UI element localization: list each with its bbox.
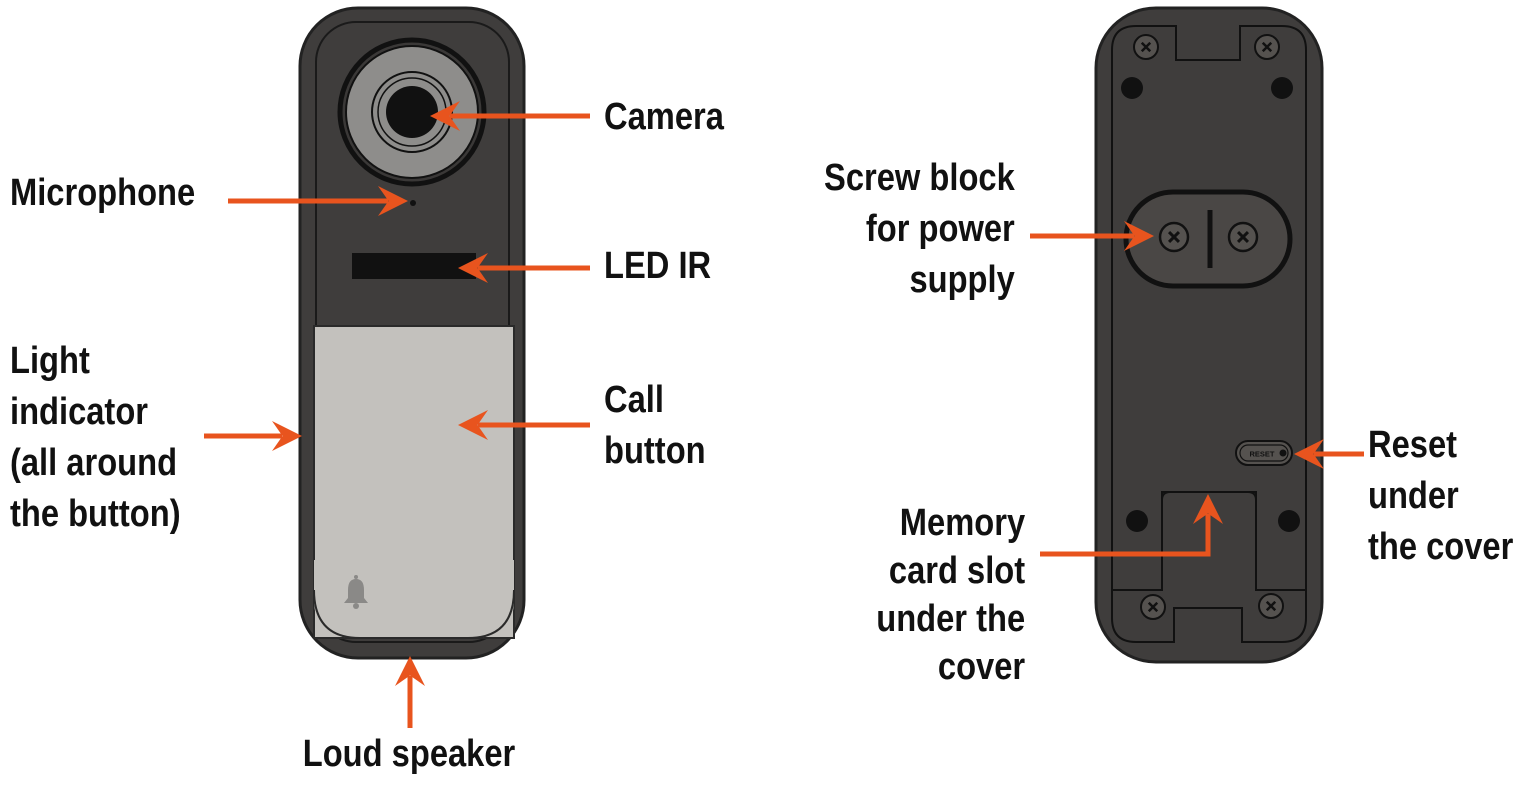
arrow-memory-card	[1040, 494, 1223, 557]
reset-line: Reset	[1368, 424, 1458, 466]
light-indicator-line: (all around	[10, 442, 178, 484]
loud-speaker-label-text: Loud speaker	[302, 733, 516, 775]
screw-top-right	[1254, 34, 1280, 60]
label-screw-block: Screw block for power supply	[824, 153, 1015, 306]
arrow-memory-card-shaft	[1040, 514, 1211, 557]
label-memory-card: Memory card slot under the cover	[876, 499, 1025, 691]
reset-button-text: RESET	[1249, 450, 1274, 459]
callout-arrows	[204, 101, 1364, 728]
arrow-microphone	[228, 186, 408, 216]
call-button-line: button	[604, 430, 706, 472]
led-ir-label-text: LED IR	[604, 245, 712, 287]
arrow-reset	[1294, 439, 1364, 469]
back-outer-shell	[1094, 6, 1324, 664]
arrow-camera	[430, 101, 590, 131]
back-inner-panel	[1111, 25, 1307, 591]
memory-card-line: under the	[876, 598, 1025, 640]
camera-lens	[386, 86, 438, 138]
led-ir-bar	[352, 253, 476, 279]
arrow-led-ir-head	[458, 253, 488, 283]
memory-card-line: card slot	[888, 550, 1025, 592]
label-microphone: Microphone	[10, 168, 195, 219]
label-loud-speaker: Loud speaker	[277, 729, 540, 780]
call-button-bottom	[314, 560, 514, 638]
camera-label-text: Camera	[604, 96, 724, 138]
screw-bottom-left	[1140, 594, 1166, 620]
mount-hole	[1126, 510, 1148, 532]
label-light-indicator: Light indicator (all around the button)	[10, 336, 181, 540]
mount-hole	[1271, 77, 1293, 99]
microphone-hole	[410, 200, 416, 206]
reset-button-inner	[1239, 444, 1289, 462]
microphone-label-text: Microphone	[10, 172, 196, 214]
label-camera: Camera	[604, 92, 724, 143]
back-bottom-tab	[1111, 590, 1307, 643]
light-indicator-line: indicator	[10, 391, 149, 433]
screw-block-line: Screw block	[824, 157, 1015, 199]
label-led-ir: LED IR	[604, 241, 711, 292]
arrow-screw-block-head	[1124, 221, 1154, 251]
arrow-camera-head	[430, 101, 460, 131]
light-indicator-line: the button)	[10, 493, 181, 535]
screw-top-left	[1133, 34, 1159, 60]
arrow-call-button-head	[458, 410, 488, 440]
arrow-light-indicator	[204, 421, 302, 451]
arrow-reset-head	[1294, 439, 1324, 469]
label-call-button: Call button	[604, 375, 706, 477]
reset-button	[1235, 440, 1293, 466]
arrow-microphone-head	[378, 186, 408, 216]
mount-hole	[1278, 510, 1300, 532]
reset-pinhole	[1279, 449, 1287, 457]
call-button-bottom-edge	[313, 589, 515, 639]
screw-block-left-screw	[1158, 221, 1190, 253]
arrow-screw-block	[1030, 221, 1154, 251]
back-device: RESET	[1094, 6, 1324, 664]
screw-block-right-screw	[1227, 221, 1259, 253]
arrow-memory-card-head	[1193, 494, 1223, 524]
reset-line: under	[1368, 475, 1459, 517]
mount-hole	[1121, 77, 1143, 99]
screw-block-line: supply	[909, 259, 1015, 301]
bell-icon	[344, 575, 368, 609]
memory-card-line: cover	[937, 646, 1025, 688]
call-button-line: Call	[604, 379, 664, 421]
memory-card-cover	[1161, 491, 1257, 590]
label-reset: Reset under the cover	[1368, 420, 1513, 573]
reset-line: the cover	[1368, 526, 1514, 568]
screw-bottom-right	[1258, 593, 1284, 619]
arrow-loud-speaker-head	[395, 656, 425, 686]
memory-card-line: Memory	[899, 502, 1025, 544]
arrow-call-button	[458, 410, 590, 440]
light-indicator-line: Light	[10, 340, 90, 382]
arrow-loud-speaker	[395, 656, 425, 728]
front-device	[298, 6, 526, 660]
arrow-light-indicator-head	[272, 421, 302, 451]
arrow-led-ir	[458, 253, 590, 283]
screw-block-line: for power	[866, 208, 1015, 250]
